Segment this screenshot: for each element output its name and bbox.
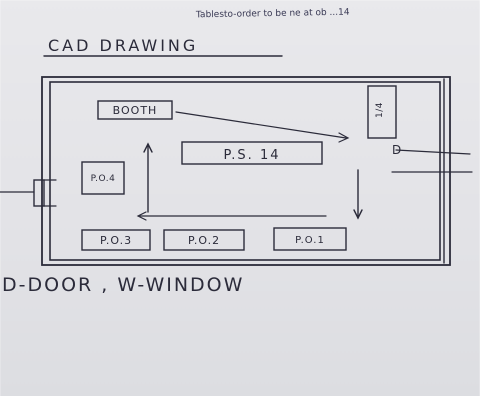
po3-box: [81, 229, 151, 251]
ps-box: [181, 141, 323, 165]
po1-label: P.O.1: [295, 235, 325, 246]
door-mark: D: [392, 143, 402, 157]
po4-label: P.O.4: [91, 174, 116, 184]
room-outer-wall: [41, 76, 451, 266]
legend: D-DOOR , W-WINDOW: [2, 274, 245, 296]
photo-bottom-edge: [0, 396, 480, 406]
ps-label: P.S. 14: [223, 148, 280, 163]
po4-box: [81, 161, 125, 195]
drawing-title: CAD DRAWING: [48, 36, 199, 55]
door-line-top: [395, 149, 471, 155]
left-window: [33, 179, 45, 207]
po1-box: [273, 227, 347, 251]
arrow-booth-to-door: [175, 111, 347, 139]
corner-box: [367, 85, 397, 139]
po2-label: P.O.2: [188, 234, 220, 247]
room-inner-wall: [49, 81, 441, 261]
po3-label: P.O.3: [100, 234, 132, 247]
booth-label: BOOTH: [113, 104, 158, 117]
booth-box: [97, 100, 173, 120]
po2-box: [163, 229, 245, 251]
corner-label: 1/4: [375, 102, 385, 118]
